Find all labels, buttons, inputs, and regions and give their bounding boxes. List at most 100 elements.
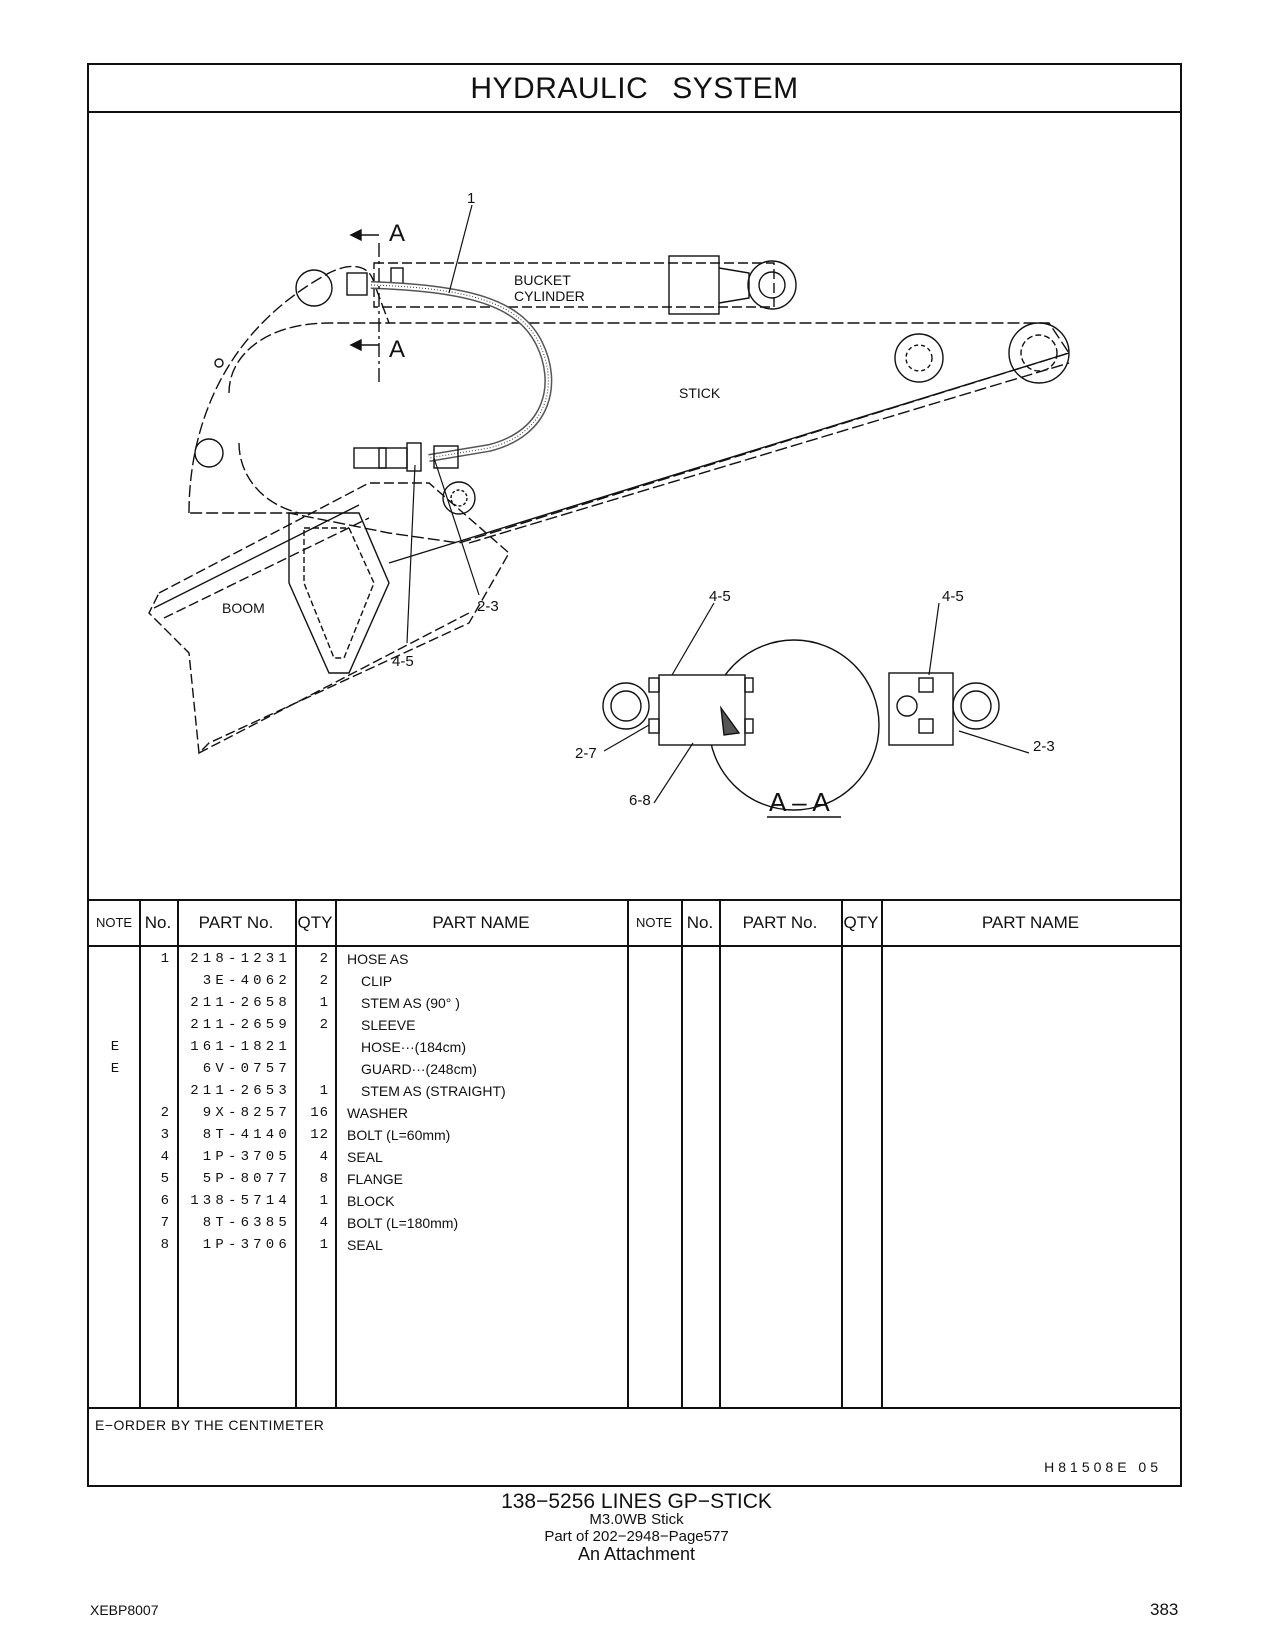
detail-6-8-label: 6-8 xyxy=(629,792,651,809)
table-row: 4 1P-3705 4 SEAL xyxy=(89,1149,729,1172)
table-row: 7 8T-6385 4 BOLT (L=180mm) xyxy=(89,1215,729,1238)
stick-outline xyxy=(188,265,1071,564)
page-number: 383 xyxy=(1150,1600,1179,1619)
row-qty: 16 xyxy=(310,1105,329,1121)
section-markers: A A xyxy=(349,220,405,383)
callout-4-5-label: 4-5 xyxy=(392,653,414,670)
column-divider xyxy=(681,899,683,1407)
column-divider xyxy=(139,899,141,1407)
column-divider xyxy=(177,899,179,1407)
section-view-label: A – A xyxy=(769,787,830,817)
column-divider xyxy=(841,899,843,1407)
parts-table-body: 1 218-1231 2 HOSE AS 3E-4062 2 CLIP 211-… xyxy=(89,947,1180,1407)
section-a-bottom-label: A xyxy=(389,336,405,363)
parts-table-header: NOTE No. PART No. QTY PART NAME NOTE No.… xyxy=(89,899,1180,947)
caption-line-4: An Attachment xyxy=(577,1544,696,1564)
row-no: 5 xyxy=(160,1171,169,1187)
row-qty: 2 xyxy=(319,1017,329,1033)
detail-leaders xyxy=(603,602,1030,804)
header-part-no: PART No. xyxy=(198,913,274,932)
table-row: 2 9X-8257 16 WASHER xyxy=(89,1105,729,1128)
row-note: E xyxy=(110,1039,120,1055)
row-no: 7 xyxy=(160,1215,169,1231)
table-row: 211-2658 1 STEM AS (90° ) xyxy=(89,995,729,1018)
row-part-no: 211-2658 xyxy=(190,995,291,1011)
bucket-label: BUCKET xyxy=(514,272,571,288)
row-part-name: GUARD···(248cm) xyxy=(361,1061,477,1077)
row-part-name: FLANGE xyxy=(347,1171,404,1187)
row-part-no: 5P-8077 xyxy=(202,1171,291,1187)
hydraulic-diagram: A A 1 BUCKET CYLINDER STICK BOOM 2-3 4-5 xyxy=(89,113,1180,899)
row-qty: 1 xyxy=(319,1083,329,1099)
row-part-no: 9X-8257 xyxy=(202,1105,291,1121)
table-row: 6 138-5714 1 BLOCK xyxy=(89,1193,729,1216)
row-part-name: HOSE AS xyxy=(347,951,409,967)
boom-label: BOOM xyxy=(222,600,265,616)
row-part-no: 161-1821 xyxy=(190,1039,291,1055)
column-divider xyxy=(295,899,297,1407)
table-row: 211-2659 2 SLEEVE xyxy=(89,1017,729,1040)
callout-1-label: 1 xyxy=(467,190,475,207)
row-part-name: STEM AS (STRAIGHT) xyxy=(361,1083,506,1099)
order-note: E−ORDER BY THE CENTIMETER xyxy=(95,1417,325,1433)
row-part-name: SEAL xyxy=(347,1237,383,1253)
detail-2-7-label: 2-7 xyxy=(575,745,597,762)
footnote-area: E−ORDER BY THE CENTIMETER H81508E 05 xyxy=(89,1407,1180,1487)
row-qty: 8 xyxy=(319,1171,329,1187)
row-part-no: 8T-4140 xyxy=(202,1127,291,1143)
row-part-no: 3E-4062 xyxy=(202,973,291,989)
row-no: 2 xyxy=(160,1105,169,1121)
row-no: 8 xyxy=(160,1237,169,1253)
header-note-2: NOTE xyxy=(635,915,673,930)
section-a-a-detail xyxy=(602,639,1000,811)
row-part-no: 6V-0757 xyxy=(202,1061,291,1077)
table-row: 8 1P-3706 1 SEAL xyxy=(89,1237,729,1260)
row-part-name: BOLT (L=180mm) xyxy=(347,1215,459,1231)
row-note: E xyxy=(110,1061,120,1077)
detail-4-5-left-label: 4-5 xyxy=(709,588,731,605)
caption-line-3: Part of 202−2948−Page577 xyxy=(544,1528,729,1545)
row-part-name: SEAL xyxy=(347,1149,383,1165)
header-part-name-2: PART NAME xyxy=(981,913,1080,932)
column-divider xyxy=(881,899,883,1407)
title-word-1: HYDRAULIC xyxy=(470,72,649,105)
row-qty: 1 xyxy=(319,1237,329,1253)
column-divider xyxy=(627,899,629,1407)
document-id: XEBP8007 xyxy=(90,1602,159,1618)
section-a-top-label: A xyxy=(389,220,405,247)
row-part-name: BLOCK xyxy=(347,1193,395,1209)
row-qty: 4 xyxy=(319,1215,329,1231)
row-qty: 12 xyxy=(310,1127,329,1143)
row-no: 6 xyxy=(160,1193,169,1209)
row-qty: 1 xyxy=(319,1193,329,1209)
row-part-no: 211-2653 xyxy=(190,1083,291,1099)
cylinder-label: CYLINDER xyxy=(514,288,585,304)
row-part-name: CLIP xyxy=(361,973,393,989)
table-row: 3E-4062 2 CLIP xyxy=(89,973,729,996)
row-qty: 4 xyxy=(319,1149,329,1165)
callout-leaders xyxy=(406,204,480,644)
row-qty: 1 xyxy=(319,995,329,1011)
row-part-name: WASHER xyxy=(347,1105,408,1121)
row-part-no: 1P-3705 xyxy=(202,1149,291,1165)
column-divider xyxy=(335,899,337,1407)
row-part-name: BOLT (L=60mm) xyxy=(347,1127,451,1143)
stick-label: STICK xyxy=(679,385,721,401)
column-divider xyxy=(719,899,721,1407)
detail-2-3-label: 2-3 xyxy=(1033,738,1055,755)
row-part-name: HOSE···(184cm) xyxy=(361,1039,467,1055)
row-part-no: 218-1231 xyxy=(190,951,291,967)
hose-line xyxy=(353,281,553,472)
drawing-code: H81508E 05 xyxy=(1044,1459,1162,1475)
row-no: 4 xyxy=(160,1149,169,1165)
boom-outline xyxy=(148,482,510,755)
row-qty: 2 xyxy=(319,951,329,967)
header-no-2: No. xyxy=(686,913,714,932)
row-part-no: 8T-6385 xyxy=(202,1215,291,1231)
caption-line-2: M3.0WB Stick xyxy=(589,1511,684,1528)
header-no: No. xyxy=(144,913,172,932)
header-note: NOTE xyxy=(95,915,133,930)
row-part-name: SLEEVE xyxy=(361,1017,416,1033)
